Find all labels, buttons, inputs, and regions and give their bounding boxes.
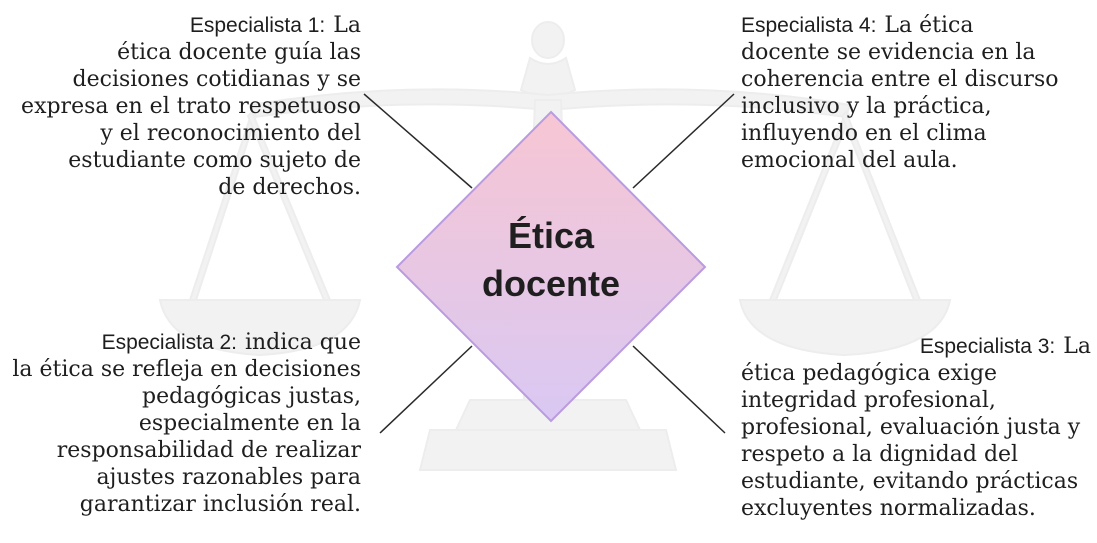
specialist-2-text-line: responsabilidad de realizar [56,438,361,463]
specialist-1-text-line: estudiante como sujeto de [68,148,361,173]
specialist-2-text-line: indica que [244,330,361,355]
specialist-1-text-line: de derechos. [218,175,361,200]
specialist-2-label: Especialista 2: [101,331,237,354]
specialist-3-text-line: estudiante, evitando prácticas [741,469,1079,494]
specialist-4-text-line: inclusivo y la práctica, [741,94,992,119]
center-title: Ética docente [451,212,651,308]
specialist-4-label: Especialista 4: [741,14,877,37]
specialist-3-text-line: ética pedagógica exige [741,361,998,386]
specialist-2-block: Especialista 2: indica que la ética se re… [0,329,361,518]
specialist-4-block: Especialista 4: La ética docente se evide… [741,12,1091,174]
specialist-4-text-line: emocional del aula. [741,148,958,173]
specialist-1-text-line: expresa en el trato respetuoso [21,94,361,119]
specialist-3-text-line: integridad profesional, [741,388,996,413]
connector-bottom-left [379,345,473,434]
specialist-1-block: Especialista 1: La ética docente guía las… [0,12,361,201]
specialist-1-text-line: La [333,13,361,38]
specialist-3-text-line: excluyentes normalizadas. [741,496,1036,521]
specialist-1-text-line: ética docente guía las [117,40,361,65]
specialist-4-text-line: influyendo en el clima [741,121,987,146]
specialist-1-label: Especialista 1: [189,14,326,37]
specialist-3-text-line: profesional, evaluación justa y [741,415,1081,440]
specialist-2-text-line: especialmente en la [138,411,361,436]
specialist-3-text-line: La [1063,334,1091,359]
specialist-4-text-line: docente se evidencia en la [741,40,1036,65]
specialist-1-text-line: decisiones cotidianas y se [72,67,361,92]
specialist-2-text-line: ajustes razonables para [96,465,361,490]
specialist-2-text-line: pedagógicas justas, [142,384,361,409]
specialist-3-text-line: respeto a la dignidad del [741,442,1019,467]
connector-top-right [632,93,735,189]
specialist-1-text-line: y el reconocimiento del [100,121,361,146]
specialist-4-text-line: La ética [884,13,974,38]
specialist-3-label: Especialista 3: [919,335,1056,358]
connector-top-left [363,93,473,189]
center-title-line: Ética [507,215,595,256]
specialist-2-text-line: garantizar inclusión real. [79,492,361,517]
specialist-3-block: Especialista 3: La ética pedagógica exige… [741,333,1091,522]
connector-bottom-right [632,345,726,434]
specialist-4-text-line: coherencia entre el discurso [741,67,1059,92]
specialist-2-text-line: la ética se refleja en decisiones [12,357,361,382]
center-title-line: docente [481,263,621,304]
